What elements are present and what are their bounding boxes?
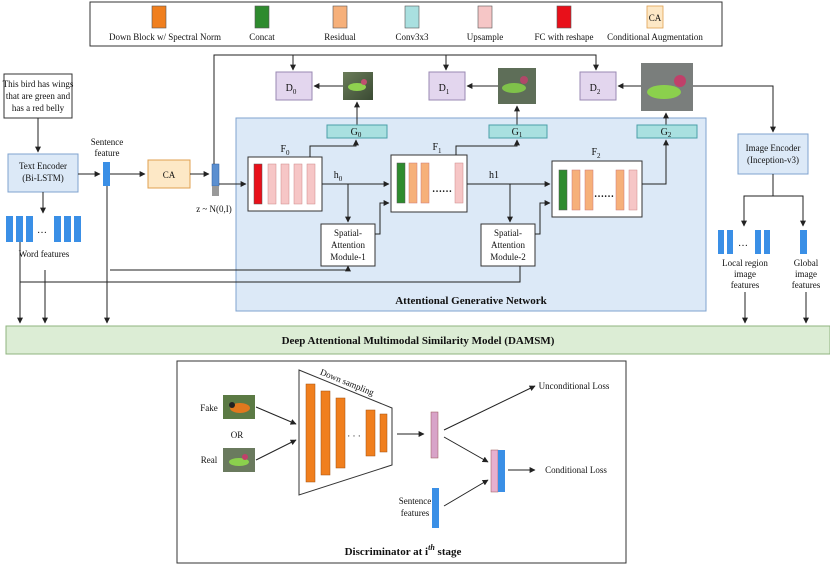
unconditional-loss-label: Unconditional Loss [539,381,610,391]
svg-text:features: features [401,508,430,518]
d1-label: D1 [439,83,450,96]
ca-box [147,159,191,189]
svg-text:Module-1: Module-1 [330,252,366,262]
legend-label-ca: Conditional Augmentation [607,32,703,42]
sentence-feature-line-1: Sentence [91,137,123,147]
svg-text:Module-2: Module-2 [490,252,526,262]
g1-label: G1 [512,127,523,139]
g1-box [488,124,548,139]
sentence-features-vector [432,488,439,528]
local-region-features: … [718,230,770,254]
legend: Down Block w/ Spectral Norm Concat Resid… [89,1,723,47]
g0-box [326,124,388,139]
legend-label-concat: Concat [249,32,275,42]
d2-box [579,71,617,101]
caption-line-2: that are green and [6,91,71,101]
svg-text:Spatial-: Spatial- [334,228,362,238]
disc-feature-vector [430,411,439,459]
noise-vector [212,186,219,196]
generated-image-0 [343,72,373,100]
legend-swatch-upsample [477,5,493,29]
svg-text:Attention: Attention [491,240,525,250]
d0-box [275,71,313,101]
legend-label-downblock: Down Block w/ Spectral Norm [109,32,221,42]
agn-label: Attentional Generative Network [395,295,547,307]
legend-label-residual: Residual [324,32,356,42]
legend-swatch-fc [556,5,572,29]
damsm-box [5,325,830,355]
g2-label: G2 [661,127,672,139]
generated-image-1 [498,68,536,104]
word-features-label: Word features [19,249,70,259]
legend-swatch-ca [646,5,664,29]
concat-vector [211,163,220,187]
image-encoder-box [737,133,809,175]
legend-label-fc: FC with reshape [535,32,594,42]
text-encoder-line-2: (Bi-LSTM) [22,173,64,183]
caption-line-3: has a red belly [12,103,65,113]
image-encoder-line-2: (Inception-v3) [747,155,799,165]
g2-box [636,124,698,139]
text-encoder-box [7,153,79,193]
legend-swatch-downblock [151,5,167,29]
ca-label: CA [163,170,176,180]
svg-text:……: …… [594,189,614,200]
sentence-feature-line-2: feature [95,148,120,158]
svg-text:image: image [734,269,756,279]
word-dots: … [37,225,47,236]
caption-line-1: This bird has wings [3,79,74,89]
generated-image-2 [641,63,693,111]
sentence-feature-vector [103,162,110,186]
disc-dots: · · · [347,431,361,441]
d1-box [428,71,466,101]
text-encoder-line-1: Text Encoder [19,161,67,171]
caption-box [3,73,73,119]
legend-label-conv: Conv3x3 [395,32,429,42]
legend-swatch-conv [404,5,420,29]
fake-image [223,395,255,419]
noise-label: z ~ N(0,I) [196,204,232,214]
fake-label: Fake [200,403,218,413]
image-encoder-line-1: Image Encoder [746,143,801,153]
d2-label: D2 [590,83,601,96]
damsm-label: Deep Attentional Multimodal Similarity M… [282,335,555,347]
legend-label-upsample: Upsample [467,32,504,42]
concat-disc-vector-b [498,450,505,492]
discriminator-title: Discriminator at ith stage [345,543,462,558]
h0-label: h0 [334,170,343,183]
svg-text:features: features [792,280,821,290]
or-label: OR [231,430,244,440]
svg-text:Spatial-: Spatial- [494,228,522,238]
legend-swatch-concat [254,5,270,29]
svg-text:Sentence: Sentence [399,496,431,506]
f1-label: F1 [432,142,442,155]
svg-text:……: …… [432,184,452,195]
h1-label: h1 [489,170,499,181]
conditional-loss-label: Conditional Loss [545,465,607,475]
svg-text:image: image [795,269,817,279]
f0-label: F0 [280,144,290,157]
real-image [223,448,255,472]
svg-text:…: … [738,238,748,249]
word-features: … [6,216,81,242]
real-label: Real [201,455,218,465]
concat-disc-vector-a [490,449,499,493]
global-feature-vector [800,230,807,254]
legend-badge-ca: CA [649,13,662,23]
svg-text:Local region: Local region [722,258,768,268]
f2-label: F2 [591,147,601,160]
d0-label: D0 [286,83,297,96]
svg-text:Global: Global [794,258,819,268]
attention-module-2 [480,223,536,267]
svg-text:Attention: Attention [331,240,365,250]
attention-module-1 [320,223,376,267]
svg-text:features: features [731,280,760,290]
g0-label: G0 [351,127,362,139]
legend-swatch-residual [332,5,348,29]
